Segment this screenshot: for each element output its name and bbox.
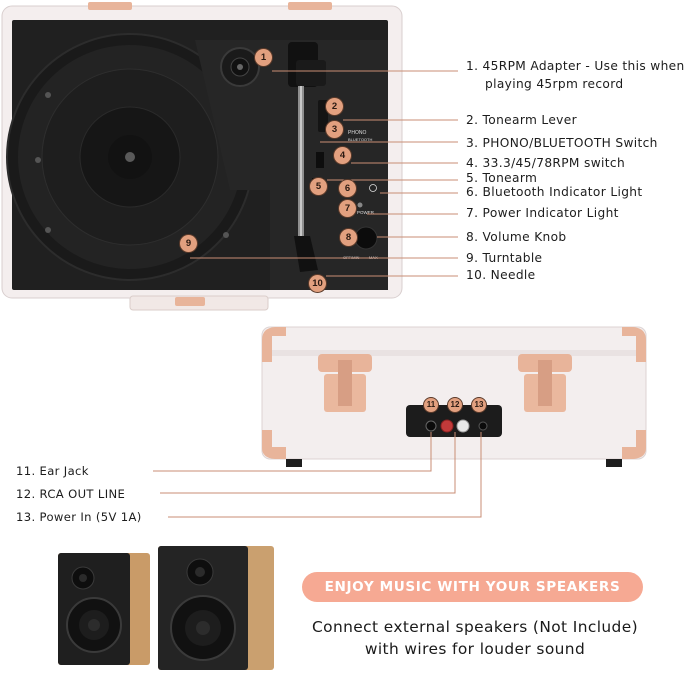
caption-line-1: Connect external speakers (Not Include) <box>312 618 638 636</box>
leader-lines-top <box>190 70 458 277</box>
label-tonearm-lever: 2. Tonearm Lever <box>466 113 577 127</box>
marker-10: 10 <box>309 275 326 292</box>
rca-white-port <box>456 419 470 433</box>
label-45rpm-adapter: 1. 45RPM Adapter - Use this when <box>466 59 685 73</box>
caption-line-2: with wires for louder sound <box>364 640 586 658</box>
label-phono-bluetooth-switch: 3. PHONO/BLUETOOTH Switch <box>466 136 658 150</box>
bluetooth-light-icon <box>369 184 377 192</box>
marker-9: 9 <box>180 235 197 252</box>
power-text: POWER <box>357 210 375 215</box>
label-bluetooth-indicator: 6. Bluetooth Indicator Light <box>466 185 643 199</box>
power-light-icon <box>357 202 363 208</box>
turntable-platter <box>6 33 254 281</box>
label-power-in: 13. Power In (5V 1A) <box>16 510 142 524</box>
case-back-view <box>261 326 647 467</box>
marker-7: 7 <box>339 200 356 217</box>
label-ear-jack: 11. Ear Jack <box>16 464 89 478</box>
marker-11: 11 <box>424 398 438 412</box>
label-turntable: 9. Turntable <box>466 251 543 265</box>
marker-6: 6 <box>339 180 356 197</box>
marker-8: 8 <box>340 229 357 246</box>
marker-2: 2 <box>326 98 343 115</box>
hinge-top-right <box>288 2 332 10</box>
label-rpm-switch: 4. 33.3/45/78RPM switch <box>466 156 626 170</box>
rca-red-port <box>440 419 454 433</box>
marker-13: 13 <box>472 398 486 412</box>
latch-right <box>518 354 572 412</box>
marker-1: 1 <box>255 49 272 66</box>
speakers-illustration <box>58 546 274 670</box>
label-volume-knob: 8. Volume Knob <box>466 230 567 244</box>
marker-5: 5 <box>310 178 327 195</box>
latch-left <box>318 354 372 412</box>
label-needle: 10. Needle <box>466 268 536 282</box>
label-rca-out-line: 12. RCA OUT LINE <box>16 487 126 501</box>
enjoy-music-banner: ENJOY MUSIC WITH YOUR SPEAKERS <box>302 572 643 602</box>
marker-4: 4 <box>334 147 351 164</box>
marker-12: 12 <box>448 398 462 412</box>
leader-lines-back <box>153 432 482 518</box>
phono-text: PHONO <box>348 130 366 136</box>
bluetooth-text: BLUETOOTH <box>348 137 372 142</box>
hinge-top-left <box>88 2 132 10</box>
label-power-indicator: 7. Power Indicator Light <box>466 206 619 220</box>
label-tonearm: 5. Tonearm <box>466 171 538 185</box>
power-in-port <box>478 421 488 431</box>
marker-3: 3 <box>326 121 343 138</box>
ear-jack-port <box>425 420 437 432</box>
label-45rpm-adapter-cont: playing 45rpm record <box>485 77 624 91</box>
